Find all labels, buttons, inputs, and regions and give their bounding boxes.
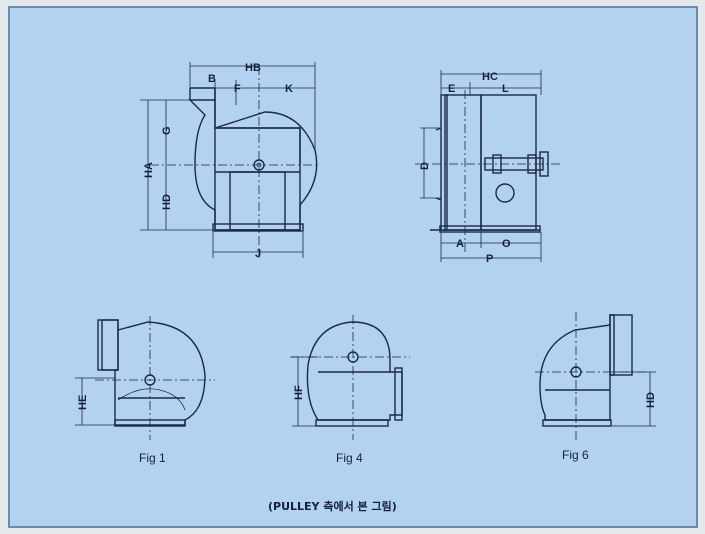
dim-HC: HC bbox=[482, 71, 498, 83]
dim-E: E bbox=[448, 83, 455, 95]
dimension-lines-left bbox=[140, 62, 316, 258]
fan-side-view bbox=[415, 90, 560, 255]
dim-HD-fig6: HD bbox=[645, 392, 657, 408]
dim-F: F bbox=[234, 83, 241, 95]
drawing-sheet bbox=[8, 6, 698, 528]
caption-fig6: Fig 6 bbox=[562, 448, 589, 462]
caption-fig1: Fig 1 bbox=[139, 451, 166, 465]
dim-P: P bbox=[486, 253, 493, 265]
dim-G: G bbox=[161, 126, 173, 135]
dim-A: A bbox=[456, 238, 464, 250]
fig1-drawing bbox=[75, 316, 215, 440]
dim-HA: HA bbox=[143, 162, 155, 178]
dim-HF: HF bbox=[293, 385, 305, 400]
fig6-drawing bbox=[535, 312, 656, 440]
pulley-side-note: (PULLEY 측에서 본 그림) bbox=[268, 499, 397, 513]
caption-fig4: Fig 4 bbox=[336, 451, 363, 465]
dim-HB: HB bbox=[245, 62, 261, 74]
dim-B: B bbox=[208, 73, 216, 85]
fan-front-view bbox=[150, 66, 320, 258]
dim-D: D bbox=[419, 162, 431, 170]
dim-J: J bbox=[255, 248, 261, 260]
fig4-drawing bbox=[290, 315, 410, 440]
dim-HE: HE bbox=[77, 395, 89, 410]
dim-O: O bbox=[502, 238, 511, 250]
dim-L: L bbox=[502, 83, 509, 95]
dim-K: K bbox=[285, 83, 293, 95]
dim-HD: HD bbox=[161, 194, 173, 210]
dimension-lines-right bbox=[423, 70, 542, 262]
